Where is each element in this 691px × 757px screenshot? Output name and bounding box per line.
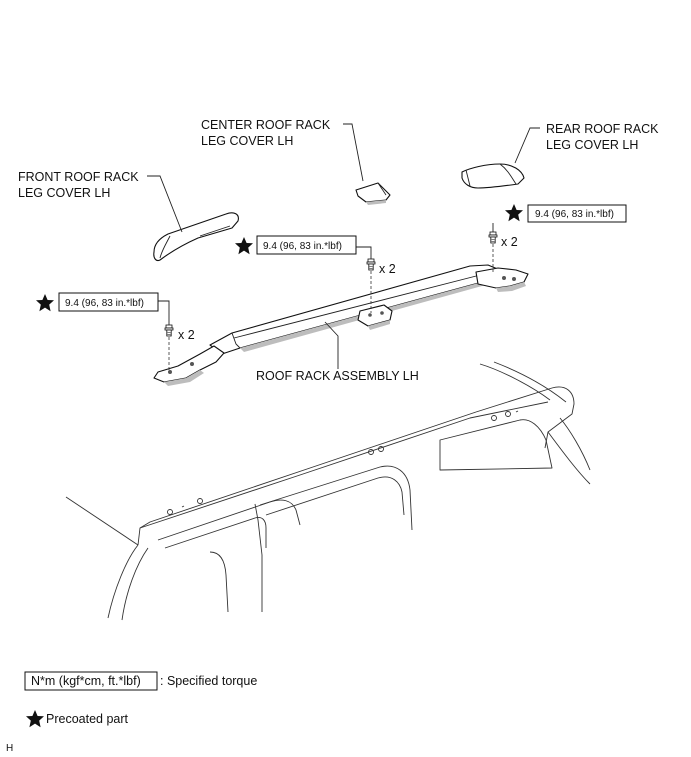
roof-rack-assembly <box>153 264 529 386</box>
torque-callout-front: 9.4 (96, 83 in.*lbf) x 2 <box>36 292 195 342</box>
legend-torque-description: : Specified torque <box>160 674 257 688</box>
rear-bolt-icon <box>488 231 498 244</box>
bolt-quantity: x 2 <box>501 235 518 249</box>
torque-value: 9.4 (96, 83 in.*lbf) <box>65 298 144 309</box>
label-line: LEG COVER LH <box>546 138 638 152</box>
front-roof-rack-leg-cover <box>153 212 239 262</box>
label-center-cover: CENTER ROOF RACK LEG COVER LH <box>201 118 331 148</box>
precoated-star-icon <box>36 294 54 312</box>
precoated-star-icon <box>505 204 523 222</box>
front-bolt-icon <box>164 324 174 337</box>
label-roof-rack-assembly: ROOF RACK ASSEMBLY LH <box>256 369 419 383</box>
bolts <box>158 223 498 370</box>
center-roof-rack-leg-cover <box>355 182 391 205</box>
label-line: LEG COVER LH <box>201 134 293 148</box>
label-rear-cover: REAR ROOF RACK LEG COVER LH <box>546 122 659 152</box>
torque-value: 9.4 (96, 83 in.*lbf) <box>263 241 342 252</box>
vehicle-roof-outline <box>65 361 591 621</box>
corner-code: H <box>6 743 13 754</box>
rear-roof-rack-leg-cover <box>461 163 525 189</box>
label-line: REAR ROOF RACK <box>546 122 659 136</box>
label-line: FRONT ROOF RACK <box>18 170 139 184</box>
label-line: LEG COVER LH <box>18 186 110 200</box>
torque-value: 9.4 (96, 83 in.*lbf) <box>535 209 614 220</box>
bolt-quantity: x 2 <box>178 328 195 342</box>
legend: N*m (kgf*cm, ft.*lbf) : Specified torque… <box>24 671 257 728</box>
precoated-star-icon <box>235 237 253 255</box>
bolt-quantity: x 2 <box>379 262 396 276</box>
legend-precoated-label: Precoated part <box>46 712 129 726</box>
legend-star-icon <box>26 710 44 728</box>
leader-lines <box>147 123 540 369</box>
label-front-cover: FRONT ROOF RACK LEG COVER LH <box>18 170 139 200</box>
legend-torque-units: N*m (kgf*cm, ft.*lbf) <box>31 674 141 688</box>
torque-callout-rear: 9.4 (96, 83 in.*lbf) x 2 <box>501 204 627 249</box>
center-bolt-icon <box>366 258 376 271</box>
label-line: CENTER ROOF RACK <box>201 118 331 132</box>
torque-callout-center: 9.4 (96, 83 in.*lbf) x 2 <box>235 235 396 276</box>
